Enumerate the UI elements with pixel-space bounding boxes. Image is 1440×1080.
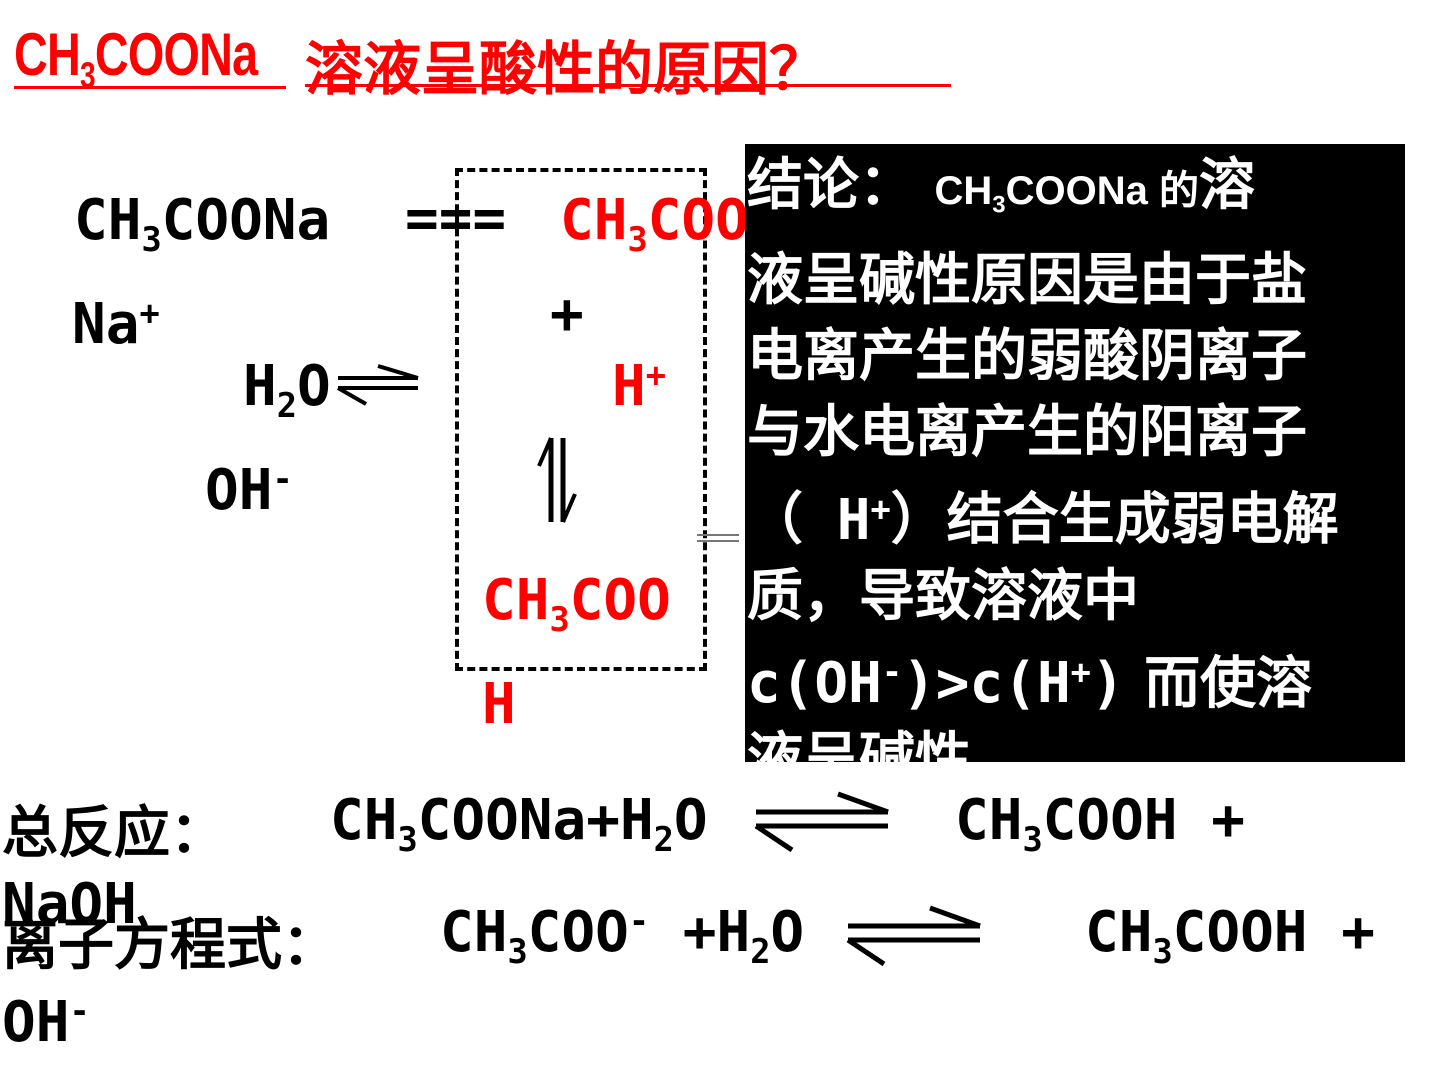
ionic-equation-reactants: CH3COO- +H2O: [440, 900, 805, 971]
acetic-acid-h: H: [482, 672, 516, 737]
conclusion-line-3: 电离产生的弱酸阴离子: [747, 324, 1307, 390]
conclusion-line-7: c(OH-)>c(H+) 而使溶: [747, 651, 1313, 717]
total-reaction-naoh: NaOH: [2, 872, 137, 937]
conclusion-text: 结论： CH3COONa 的溶 液呈碱性原因是由于盐 电离产生的弱酸阴离子 与水…: [747, 148, 1397, 798]
conclusion-line-1: 结论： CH3COONa 的溶: [747, 153, 1256, 219]
conclusion-line-5: （ H+）结合生成弱电解: [747, 487, 1339, 553]
ionic-equation-arrow-icon: [846, 905, 981, 967]
conclusion-line-6: 质，导致溶液中: [747, 563, 1139, 629]
conclusion-box: 结论： CH3COONa 的溶 液呈碱性原因是由于盐 电离产生的弱酸阴离子 与水…: [745, 144, 1405, 792]
acetic-acid-formula: CH3COO: [482, 568, 671, 639]
dashed-highlight-box: [455, 168, 707, 671]
ionic-equation-products: CH3COOH +: [1085, 900, 1375, 971]
conclusion-line-8: 液呈碱性。: [747, 727, 1027, 793]
total-reaction-arrow-icon: [754, 791, 889, 853]
water-equilibrium-arrow-icon: [337, 364, 419, 406]
title-underline-formula: [14, 86, 286, 89]
total-reaction-products: CH3COOH +: [955, 788, 1245, 859]
title-formula: CH3COONa: [14, 21, 258, 96]
plus-sign: +: [550, 282, 584, 347]
ionic-equation-label: 离子方程式：: [2, 913, 338, 978]
equals-sign: ===: [405, 186, 507, 251]
total-reaction-label: 总反应：: [2, 801, 226, 866]
hydroxide-ion: OH-: [205, 458, 293, 523]
conclusion-line-2: 液呈碱性原因是由于盐: [747, 248, 1307, 314]
acetate-ion: CH3COO: [560, 188, 749, 259]
vertical-equilibrium-arrow-icon: [537, 437, 577, 523]
total-reaction-reactants: CH3COONa+H2O: [330, 788, 708, 859]
water-formula: H2O: [243, 354, 331, 425]
conclusion-line-4: 与水电离产生的阳离子: [747, 400, 1307, 466]
hydrogen-ion: H+: [612, 354, 666, 419]
title-underline-question: [305, 84, 951, 87]
title-question: 溶液呈酸性的原因？: [305, 35, 828, 103]
salt-formula: CH3COONa: [74, 188, 331, 259]
ionic-equation-oh: OH-: [2, 990, 90, 1055]
sodium-ion: Na+: [72, 292, 160, 357]
small-equilibrium-arrow-icon: [697, 534, 739, 542]
